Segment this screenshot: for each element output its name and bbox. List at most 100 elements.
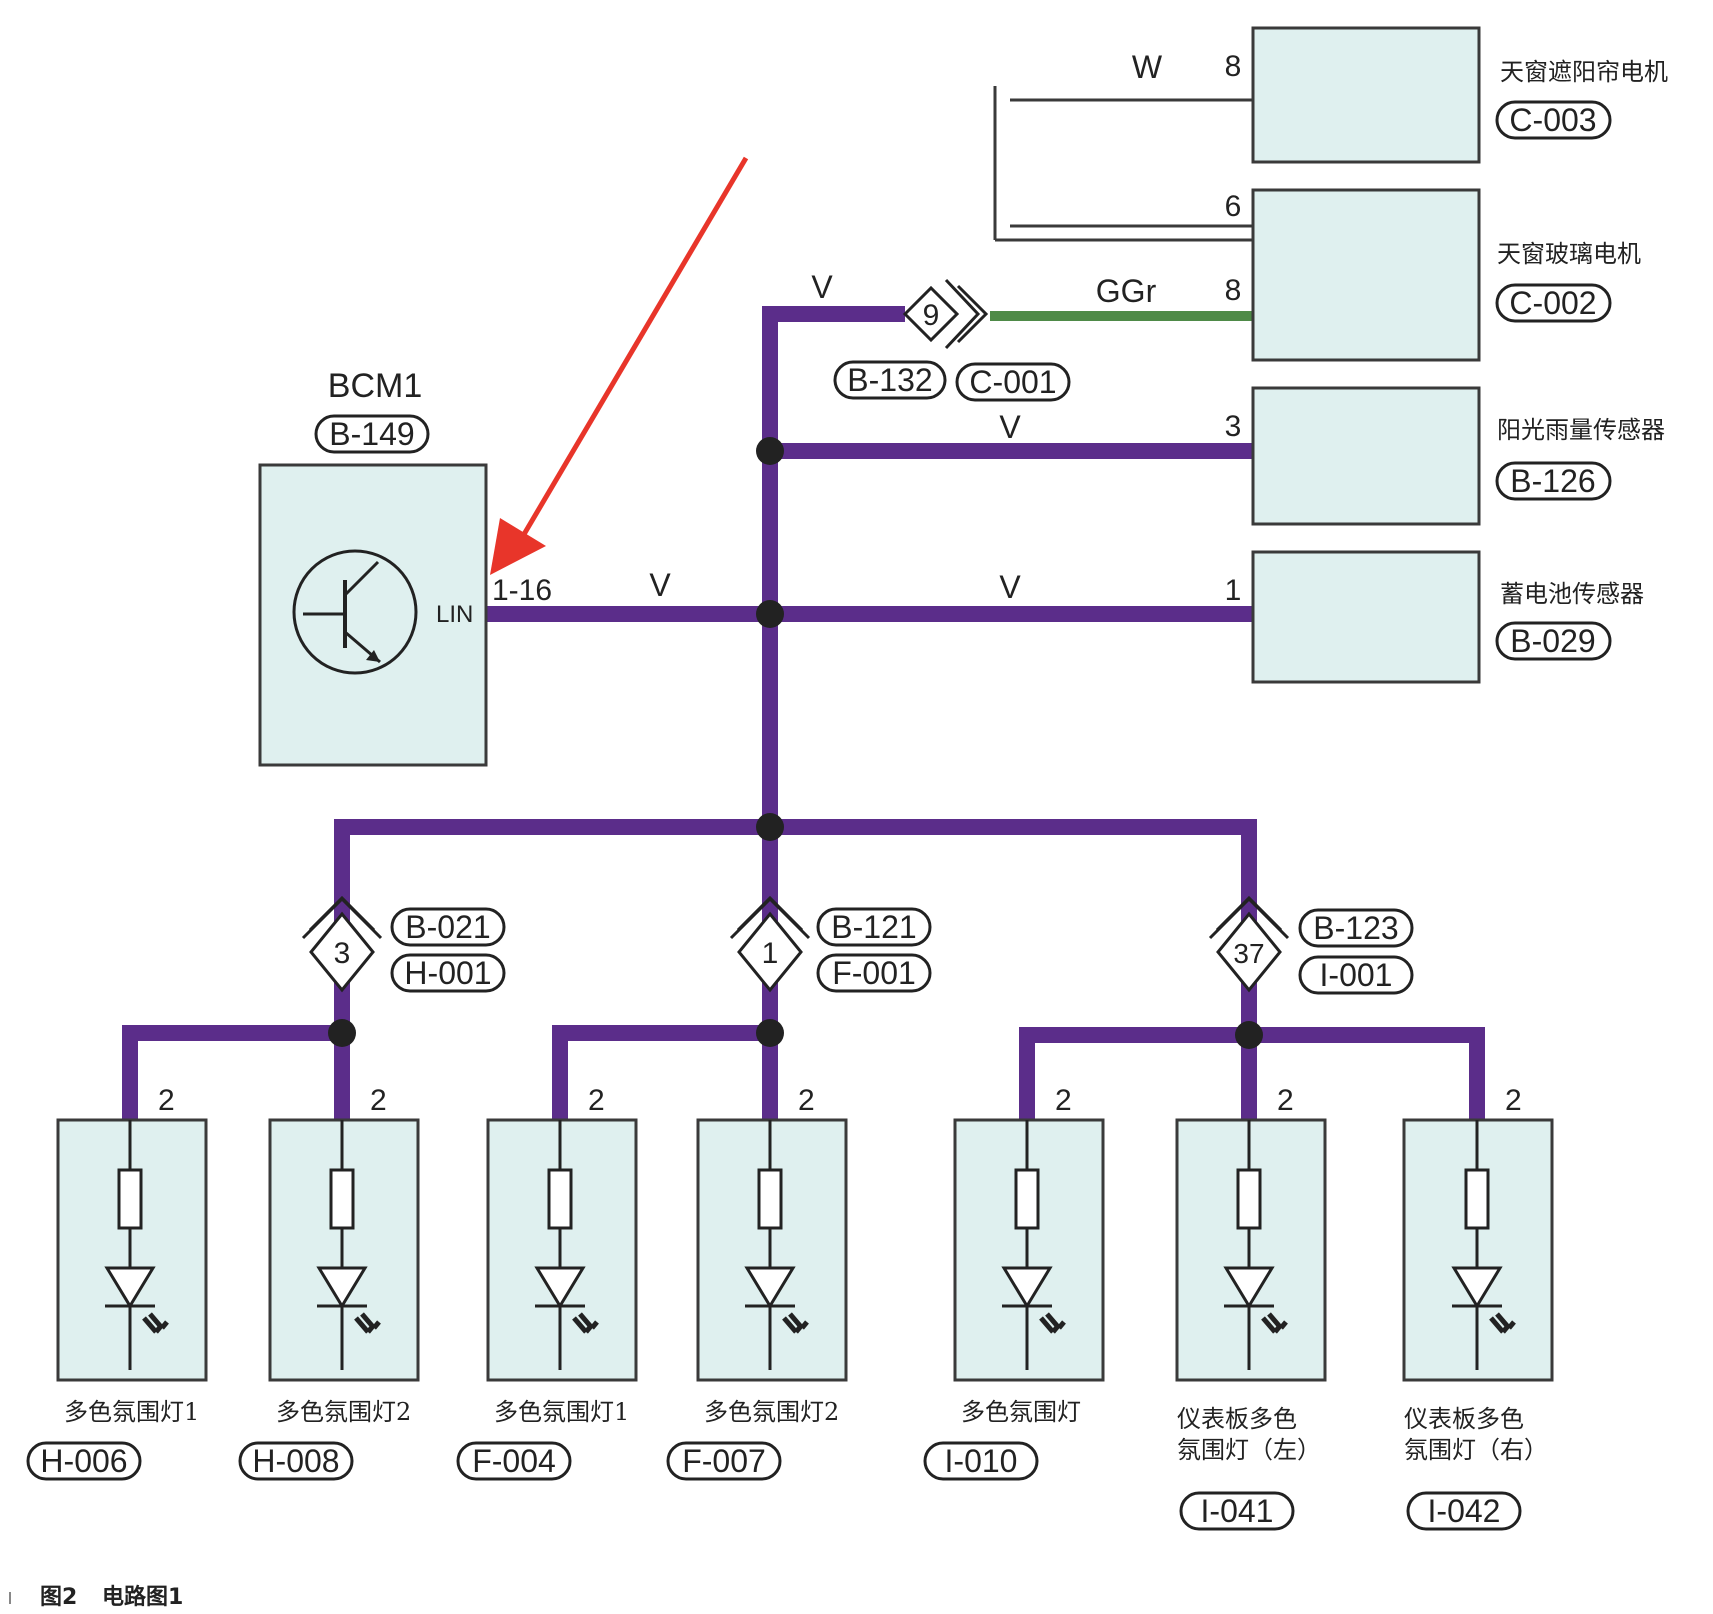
resistor-icon xyxy=(1014,1168,1040,1230)
connector-9-right-code: C-001 xyxy=(969,364,1056,400)
wire-label-v: V xyxy=(811,269,833,305)
lamp-box xyxy=(56,1118,208,1382)
branch-code-2: I-001 xyxy=(1320,957,1393,993)
splice-node xyxy=(756,813,784,841)
bcm-pin: 1-16 xyxy=(492,574,552,607)
module-code: C-002 xyxy=(1509,285,1596,321)
branch-code-1: B-121 xyxy=(831,909,916,945)
wire-label-v: V xyxy=(999,409,1021,445)
module-pin: 8 xyxy=(1225,50,1242,83)
splice-node xyxy=(756,600,784,628)
branch-connector-num: 37 xyxy=(1233,938,1264,969)
lamp-code: I-010 xyxy=(945,1443,1018,1479)
code-badge xyxy=(666,1441,782,1481)
lamp-pin: 2 xyxy=(588,1084,605,1117)
connector-9-num: 9 xyxy=(923,299,940,332)
branch-code-1: B-021 xyxy=(405,909,490,945)
bcm-name: BCM1 xyxy=(328,367,422,405)
code-badge xyxy=(816,953,932,993)
led-icon xyxy=(1451,1266,1503,1309)
lamp-box xyxy=(696,1118,848,1382)
lamp-box xyxy=(268,1118,420,1382)
splice-node xyxy=(1235,1021,1263,1049)
branch-connector-num: 1 xyxy=(762,937,779,970)
module-pin: 6 xyxy=(1225,190,1242,223)
right-module-glass-motor: 6 8 天窗玻璃电机 C-002 xyxy=(1225,188,1641,362)
lamp-code: H-006 xyxy=(40,1443,127,1479)
resistor-icon xyxy=(329,1168,355,1230)
bcm-code-badge xyxy=(314,414,430,454)
code-badge xyxy=(923,1441,1039,1481)
light-emission-icon xyxy=(572,1312,599,1334)
lamp-name-line2: 氛围灯（左） xyxy=(1177,1436,1321,1464)
module-pin: 1 xyxy=(1225,574,1242,607)
bcm-box xyxy=(258,463,488,767)
code-badge xyxy=(1406,1491,1522,1531)
led-icon xyxy=(534,1266,586,1309)
light-emission-icon xyxy=(1039,1312,1066,1334)
caption-title: 电路图1 xyxy=(102,1584,183,1610)
splice-node xyxy=(756,1019,784,1047)
code-badge xyxy=(833,360,947,400)
caption-fig: 图2 xyxy=(40,1585,77,1610)
lamp-pin: 2 xyxy=(158,1084,175,1117)
code-badge xyxy=(1298,908,1414,948)
branch-code-2: H-001 xyxy=(404,955,491,991)
code-badge xyxy=(955,362,1071,402)
lamp-box xyxy=(953,1118,1105,1382)
light-emission-icon xyxy=(354,1312,381,1334)
module-name: 天窗玻璃电机 xyxy=(1497,240,1641,268)
lamp-pin: 2 xyxy=(1277,1084,1294,1117)
splice-node xyxy=(328,1019,356,1047)
lamp-code: H-008 xyxy=(252,1443,339,1479)
lamp-name: 仪表板多色 xyxy=(1404,1405,1524,1433)
led-icon xyxy=(104,1266,156,1309)
lamp-code: F-007 xyxy=(682,1443,766,1479)
lamp-code: I-042 xyxy=(1428,1493,1501,1529)
led-icon xyxy=(1001,1266,1053,1309)
connector-9-left-code: B-132 xyxy=(847,362,932,398)
lamp-name: 多色氛围灯1 xyxy=(494,1398,629,1426)
bcm-module: BCM1 B-149 LIN 1-16 xyxy=(258,367,552,767)
module-pin: 3 xyxy=(1225,410,1242,443)
transistor-icon-arrow xyxy=(366,650,380,662)
light-emission-icon xyxy=(782,1312,809,1334)
module-name: 阳光雨量传感器 xyxy=(1497,416,1665,444)
lamp-name: 多色氛围灯2 xyxy=(704,1398,839,1426)
module-name: 天窗遮阳帘电机 xyxy=(1500,58,1668,86)
lamp-name: 仪表板多色 xyxy=(1177,1405,1297,1433)
light-emission-icon xyxy=(1261,1312,1288,1334)
branch-connector-1: 1 B-121 F-001 xyxy=(729,895,932,993)
lamp-code: F-004 xyxy=(472,1443,556,1479)
module-pin: 8 xyxy=(1225,274,1242,307)
splice-nodes xyxy=(328,437,1263,1049)
resistor-icon xyxy=(547,1168,573,1230)
resistor-icon xyxy=(1236,1168,1262,1230)
wire-label-v: V xyxy=(999,569,1021,605)
splice-node xyxy=(756,437,784,465)
light-emission-icon xyxy=(142,1312,169,1334)
resistor-icon xyxy=(1464,1168,1490,1230)
lamp-name: 多色氛围灯 xyxy=(961,1398,1081,1426)
module-code: C-003 xyxy=(1509,102,1596,138)
transistor-icon xyxy=(292,549,418,675)
lamp-box xyxy=(1175,1118,1327,1382)
wire-label-v: V xyxy=(649,567,671,603)
led-icon xyxy=(1223,1266,1275,1309)
branch-code-1: B-123 xyxy=(1313,910,1398,946)
lamp-name-line2: 氛围灯（右） xyxy=(1404,1436,1548,1464)
code-badge xyxy=(1495,100,1612,140)
right-module-rain-sensor: 3 阳光雨量传感器 B-126 xyxy=(1225,386,1665,526)
red-arrow-icon xyxy=(490,156,749,575)
lamp-box xyxy=(486,1118,638,1382)
branch-connector-3: 3 B-021 H-001 xyxy=(301,895,506,993)
code-badge xyxy=(238,1441,354,1481)
lamp-name: 多色氛围灯1 xyxy=(64,1398,199,1426)
